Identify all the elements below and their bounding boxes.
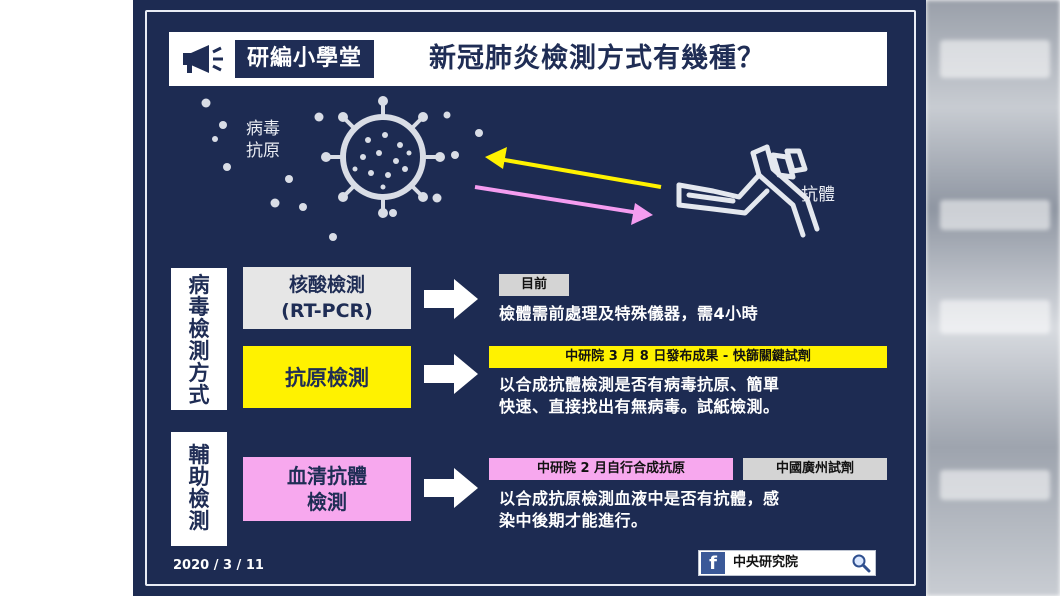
method-serology: 血清抗體 檢測 — [243, 457, 411, 521]
virus-antibody-illustration — [201, 96, 820, 241]
facebook-icon: f — [701, 552, 725, 574]
desc-nucleic-acid: 檢體需前處理及特殊儀器，需4小時 — [499, 304, 759, 323]
desc-serology: 以合成抗原檢測血液中是否有抗體，感 染中後期才能進行。 — [499, 489, 780, 530]
title-bar: 研編小學堂 新冠肺炎檢測方式有幾種？ — [169, 32, 887, 86]
search-icon — [852, 554, 871, 573]
title-tag: 研編小學堂 — [235, 40, 375, 78]
pink-arrow-right-icon — [474, 185, 653, 225]
method-nucleic-acid: 核酸檢測 (RT-PCR) — [243, 267, 411, 329]
method-antigen: 抗原檢測 — [243, 346, 411, 408]
badge-antigen-news: 中研院 3 月 8 日發布成果 - 快篩關鍵試劑 — [489, 346, 887, 368]
megaphone-icon — [183, 45, 223, 73]
virus-icon — [201, 96, 483, 241]
antibody-label: 抗體 — [801, 185, 835, 205]
background-blur-panel — [926, 0, 1060, 596]
badge-serology-guangzhou: 中國廣州試劑 — [743, 458, 887, 480]
group-label-virus-detection: 病毒 檢測 方式 — [171, 268, 227, 410]
status-badge-current: 目前 — [499, 274, 569, 296]
infographic-poster: 研編小學堂 新冠肺炎檢測方式有幾種？ — [133, 0, 926, 596]
desc-antigen: 以合成抗體檢測是否有病毒抗原、簡單 快速、直接找出有無病毒。試紙檢測。 — [499, 375, 780, 416]
poster-frame — [145, 10, 916, 586]
arrow-right-icon — [424, 279, 478, 319]
group-label-auxiliary-detection: 輔助 檢測 — [171, 432, 227, 546]
page-title: 新冠肺炎檢測方式有幾種？ — [429, 43, 765, 74]
badge-serology-sinica: 中研院 2 月自行合成抗原 — [489, 458, 733, 480]
arrow-right-icon — [424, 468, 478, 508]
facebook-page-badge[interactable]: f 中央研究院 — [698, 550, 876, 576]
arrow-right-icon — [424, 354, 478, 394]
antibody-icon — [676, 144, 820, 238]
virus-label: 病毒 抗原 — [246, 119, 280, 161]
facebook-page-name: 中央研究院 — [733, 555, 799, 570]
date-label: 2020 / 3 / 11 — [173, 558, 264, 573]
yellow-arrow-left-icon — [485, 147, 662, 189]
